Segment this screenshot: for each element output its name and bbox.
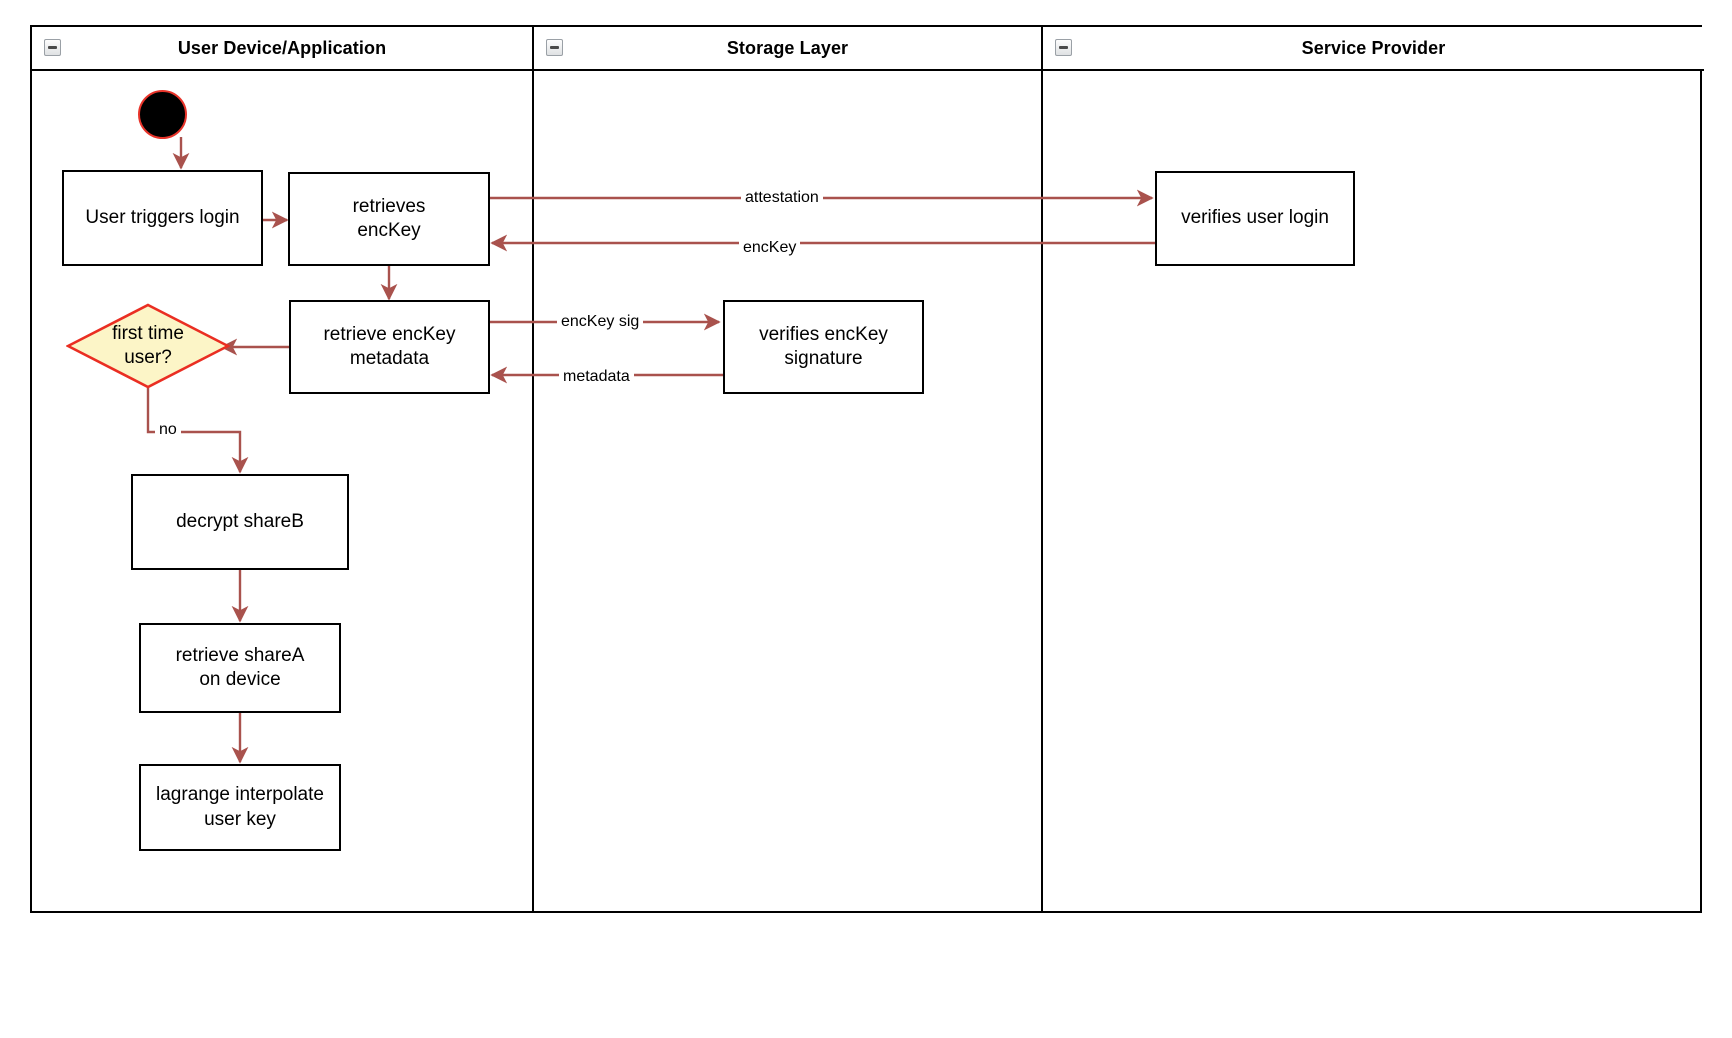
node-retrieve-sharea-on-device[interactable]: retrieve shareA on device (139, 623, 341, 713)
decision-label: first time user? (66, 303, 230, 389)
collapse-icon[interactable] (1055, 39, 1072, 56)
node-label: verifies user login (1181, 207, 1329, 229)
node-label-line2: metadata (349, 348, 430, 369)
decision-label-line2: user? (124, 347, 172, 368)
node-user-triggers-login[interactable]: User triggers login (62, 170, 263, 266)
start-node[interactable] (138, 90, 187, 139)
edge-label-enckey: encKey (739, 240, 801, 256)
swimlane-service-provider: Service Provider (1041, 27, 1704, 911)
node-verifies-user-login[interactable]: verifies user login (1155, 171, 1355, 266)
diamond-shape (66, 303, 230, 389)
node-retrieve-enckey-metadata[interactable]: retrieve encKey metadata (289, 300, 490, 394)
node-label: User triggers login (85, 206, 240, 228)
node-label-line1: lagrange interpolate (156, 784, 324, 806)
node-decrypt-shareb[interactable]: decrypt shareB (131, 474, 349, 570)
decision-label-line1: first time (112, 323, 184, 345)
node-label: decrypt shareB (176, 510, 304, 532)
lane-title-service-provider: Service Provider (1301, 37, 1446, 58)
lane-title-user-device: User Device/Application (177, 37, 387, 58)
edge-label-no: no (155, 422, 181, 438)
lane-title-storage-layer: Storage Layer (726, 37, 849, 58)
lane-header-user-device: User Device/Application (32, 27, 532, 71)
edge-label-attestation: attestation (741, 190, 823, 206)
swimlane-user-device: User Device/Application (32, 27, 532, 911)
node-label-line1: retrieves (352, 195, 426, 217)
lane-header-storage-layer: Storage Layer (534, 27, 1041, 71)
collapse-icon[interactable] (546, 39, 563, 56)
collapse-icon[interactable] (44, 39, 61, 56)
node-retrieves-enckey[interactable]: retrieves encKey (288, 172, 490, 266)
node-verifies-enckey-signature[interactable]: verifies encKey signature (723, 300, 924, 394)
node-label-line1: verifies encKey (759, 323, 888, 345)
swimlane-storage-layer: Storage Layer (532, 27, 1041, 911)
node-label-line2: on device (199, 669, 281, 690)
node-label-line1: retrieve shareA (175, 644, 305, 666)
node-label-line2: encKey (357, 220, 421, 241)
node-label-line2: user key (204, 808, 276, 830)
node-label-line1: retrieve encKey (323, 323, 456, 345)
node-label-line2: signature (784, 348, 863, 369)
edge-label-metadata: metadata (559, 369, 634, 385)
node-lagrange-interpolate-user-key[interactable]: lagrange interpolate user key (139, 764, 341, 851)
node-first-time-user-decision[interactable]: first time user? (66, 303, 230, 389)
edge-label-enckey-sig: encKey sig (557, 314, 644, 330)
lane-header-service-provider: Service Provider (1043, 27, 1704, 71)
